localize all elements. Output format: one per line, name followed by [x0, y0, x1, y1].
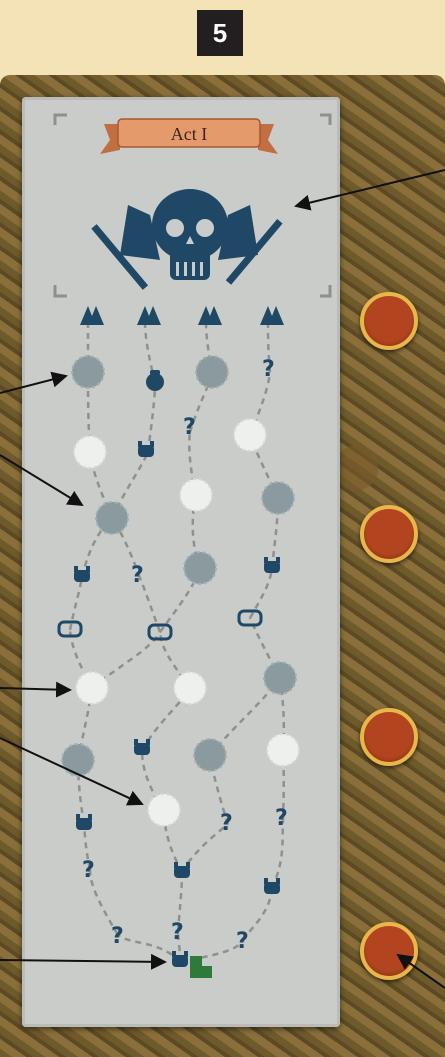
callout-arrows — [0, 0, 445, 1057]
